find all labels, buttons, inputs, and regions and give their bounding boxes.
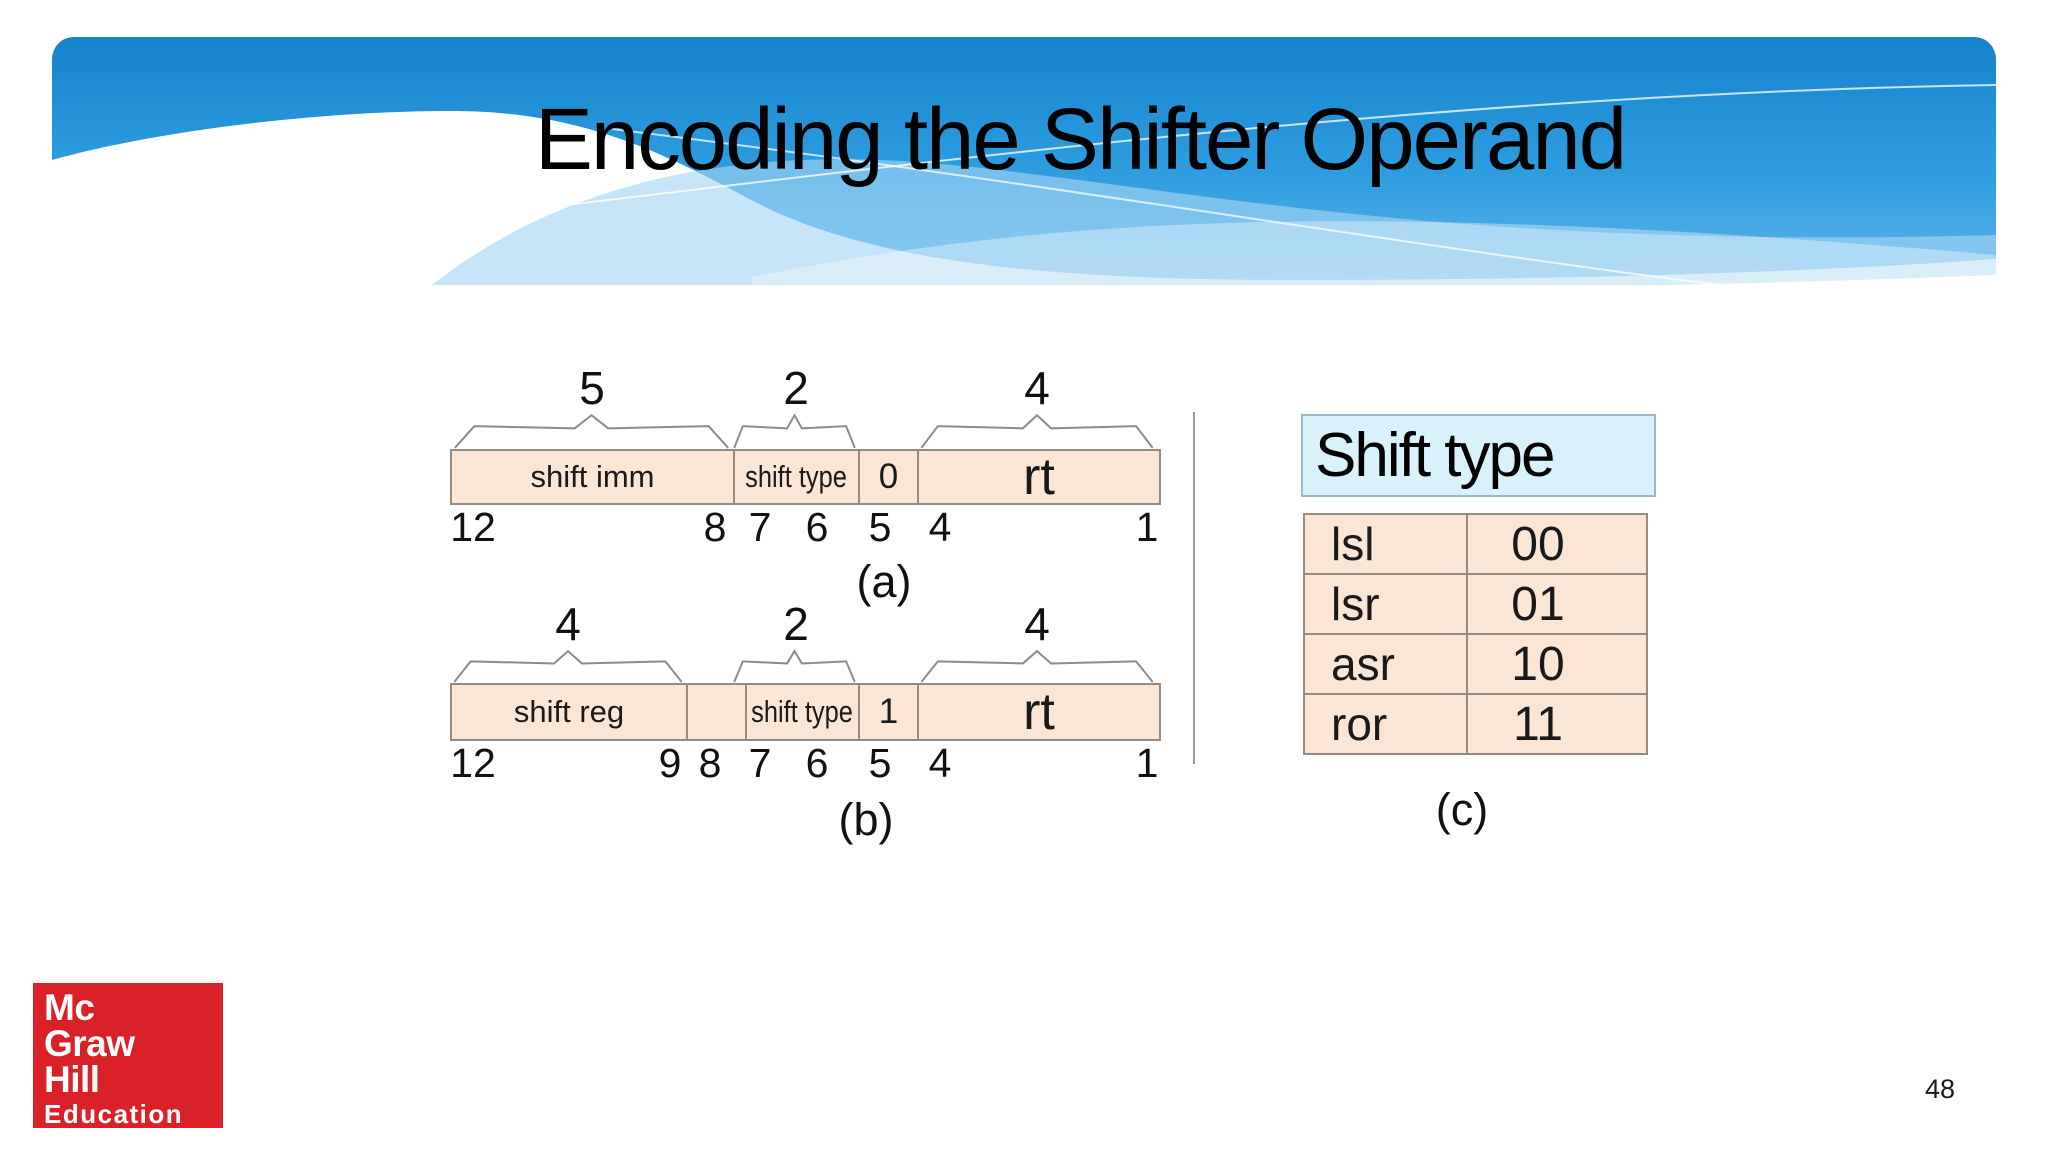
bit-b-6: 6 [805,740,829,786]
brace-a-rt [919,412,1155,449]
shift-name: lsr [1305,575,1468,633]
shift-code: 10 [1511,637,1565,691]
shift-type-table: lsl 00 lsr 01 asr 10 ror 11 [1303,513,1648,755]
table-c-label: (c) [1435,784,1489,835]
shift-type-table-title: Shift type [1301,414,1656,497]
shift-name: asr [1305,635,1468,693]
field-b-bit-1: 1 [860,685,919,739]
diagram-a-width-label-2: 2 [783,362,809,414]
shift-name: lsl [1305,515,1468,573]
table-row-asr: asr 10 [1305,633,1646,693]
header-hairline-1 [191,84,1996,250]
diagram-a-field-row: shift imm shift type 0 rt [450,448,1161,506]
field-b-shift-reg: shift reg [452,685,688,739]
shift-code: 01 [1511,577,1565,631]
brace-b-rt [919,648,1155,683]
field-a-bit-0: 0 [860,451,919,503]
bit-a-12: 12 [450,504,496,550]
bit-b-9: 9 [658,740,682,786]
brace-a-shift-type [733,412,856,449]
mcgraw-hill-logo: Mc Graw Hill Education [33,983,223,1129]
diagram-b-width-label-4a: 4 [555,598,581,650]
header-hairline-2 [611,128,1996,285]
shift-name: ror [1305,695,1468,753]
brace-a-shift-imm [452,412,731,449]
shift-code: 11 [1513,697,1563,751]
bit-a-7: 7 [748,504,772,550]
logo-line-graw: Graw [44,1023,135,1064]
header-wave-graphic [52,37,1996,285]
bit-a-8: 8 [703,504,727,550]
field-b-rt: rt [1023,683,1055,741]
logo-line-hill: Hill [44,1059,100,1100]
bit-a-6: 6 [805,504,829,550]
field-b-shift-type: shift type [747,685,860,739]
diagram-b-width-label-2: 2 [783,598,809,650]
diagram-a-label: (a) [856,556,912,607]
diagram-b-label: (b) [838,794,894,845]
slide-title: Encoding the Shifter Operand [534,91,1627,188]
shift-code: 00 [1511,517,1565,571]
table-row-lsr: lsr 01 [1305,573,1646,633]
field-a-shift-imm: shift imm [452,451,735,503]
field-a-shift-type: shift type [735,451,860,503]
bit-b-8: 8 [698,740,722,786]
divider-line [1193,412,1195,764]
diagram-a-width-label-4: 4 [1024,362,1050,414]
logo-line-education: Education [44,1099,184,1129]
diagram-a-width-label-5: 5 [579,362,605,414]
logo-line-mc: Mc [44,987,95,1028]
brace-b-shift-type [733,648,856,683]
field-a-rt: rt [1023,448,1055,506]
diagram-b-field-row: shift reg shift type 1 rt [450,683,1161,741]
bit-a-5: 5 [868,504,892,550]
brace-b-shift-reg [452,648,684,683]
page-number: 48 [1924,1074,1956,1104]
header-lightband-1 [432,159,1996,285]
bit-b-1: 1 [1135,740,1159,786]
table-row-ror: ror 11 [1305,693,1646,753]
bit-b-5: 5 [868,740,892,786]
field-b-unused [688,685,747,739]
bit-a-1: 1 [1135,504,1159,550]
bit-b-7: 7 [748,740,772,786]
header-lightband-2 [752,221,1996,285]
bit-b-4: 4 [928,740,952,786]
table-row-lsl: lsl 00 [1305,515,1646,573]
diagram-b-width-label-4b: 4 [1024,598,1050,650]
bit-b-12: 12 [450,740,496,786]
bit-a-4: 4 [928,504,952,550]
